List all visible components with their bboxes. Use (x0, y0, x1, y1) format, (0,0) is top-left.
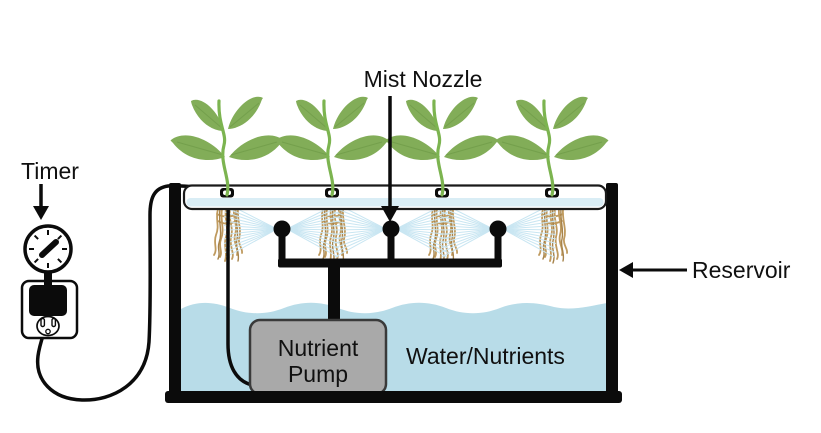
pump-pipe (328, 261, 340, 323)
clock-hand (39, 239, 59, 258)
timer-clock-icon (23, 224, 73, 316)
pipe-manifold (273, 220, 507, 323)
mist-nozzle-arrow (381, 96, 399, 222)
reservoir-lid (182, 184, 608, 211)
nutrient-pump-label: Nutrient Pump (277, 335, 359, 387)
reservoir-label: Reservoir (692, 257, 791, 283)
power-cord (35, 184, 254, 402)
mist-nozzle-icon (273, 220, 291, 238)
mist-nozzle-icon (382, 220, 400, 238)
reservoir-arrow (619, 262, 687, 278)
timer-label: Timer (21, 158, 79, 184)
mist-nozzle-icon (489, 220, 507, 238)
timer-arrow (33, 184, 49, 220)
plant (169, 95, 285, 197)
plant (274, 95, 390, 197)
reservoir-tank (165, 183, 622, 403)
water-nutrients-label: Water/Nutrients (406, 343, 565, 369)
mist-nozzle-label: Mist Nozzle (363, 66, 483, 92)
plant (494, 95, 610, 197)
plant (384, 95, 500, 197)
